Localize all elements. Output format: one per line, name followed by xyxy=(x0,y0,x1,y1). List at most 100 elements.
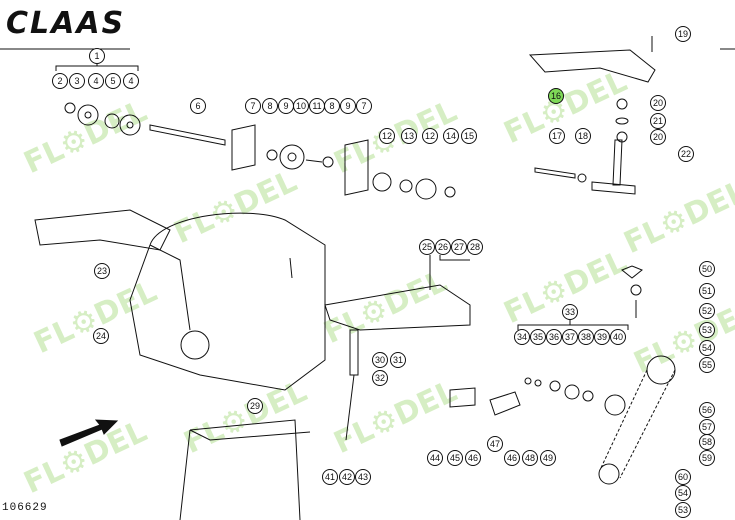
bracket-group-1 xyxy=(55,65,139,71)
callout-circle xyxy=(89,48,105,64)
callout-label: 23 xyxy=(97,266,107,276)
callout-label: 46 xyxy=(468,453,478,463)
part-bolt xyxy=(534,167,576,179)
callout-41: 41 xyxy=(322,469,338,485)
callout-circle xyxy=(699,357,715,373)
callout-22: 22 xyxy=(678,146,694,162)
callout-circle xyxy=(339,469,355,485)
callout-label: 29 xyxy=(250,401,260,411)
callout-circle xyxy=(340,98,356,114)
part-lower-sprocket xyxy=(598,463,620,485)
callout-circle xyxy=(123,73,139,89)
callout-circle xyxy=(562,329,578,345)
callout-circle xyxy=(678,146,694,162)
callout-circle xyxy=(435,239,451,255)
callout-label: 58 xyxy=(702,437,712,447)
callout-40: 40 xyxy=(610,329,626,345)
callout-circle xyxy=(650,113,666,129)
part-flange xyxy=(77,104,99,126)
part-spring xyxy=(349,329,359,376)
callout-26: 26 xyxy=(435,239,451,255)
callout-label: 8 xyxy=(329,101,334,111)
callout-53: 53 xyxy=(675,502,691,518)
callout-21: 21 xyxy=(650,113,666,129)
part-bracket xyxy=(324,284,471,331)
callout-label: 11 xyxy=(312,101,321,111)
callout-label: 53 xyxy=(702,325,712,335)
callout-label: 48 xyxy=(525,453,535,463)
callout-4: 4 xyxy=(123,73,139,89)
callout-label: 50 xyxy=(702,264,712,274)
part-frame xyxy=(34,209,171,251)
callout-circle xyxy=(401,128,417,144)
callout-5: 5 xyxy=(105,73,121,89)
part-nut xyxy=(444,186,456,198)
callout-46: 46 xyxy=(504,450,520,466)
part-bushing xyxy=(266,149,278,161)
callout-circle xyxy=(699,340,715,356)
callout-label: 31 xyxy=(393,355,403,365)
callout-circle xyxy=(610,329,626,345)
callout-label: 41 xyxy=(325,472,335,482)
part-hood-slot xyxy=(289,257,293,279)
callout-circle xyxy=(699,434,715,450)
part-bushing xyxy=(549,380,561,392)
callout-label: 54 xyxy=(702,343,712,353)
callout-9: 9 xyxy=(278,98,294,114)
callout-circle xyxy=(105,73,121,89)
callout-circle xyxy=(504,450,520,466)
callout-36: 36 xyxy=(546,329,562,345)
bracket-group-33 xyxy=(517,324,629,330)
callout-circle xyxy=(514,329,530,345)
callout-43: 43 xyxy=(355,469,371,485)
callout-12: 12 xyxy=(379,128,395,144)
part-bearing xyxy=(399,179,413,193)
part-shaft xyxy=(149,124,226,146)
callout-circle xyxy=(675,485,691,501)
callout-10: 10 xyxy=(293,98,309,114)
part-washer xyxy=(615,117,629,125)
callout-label: 39 xyxy=(597,332,607,342)
callout-circle xyxy=(540,450,556,466)
callout-25: 25 xyxy=(419,239,435,255)
callout-label: 52 xyxy=(702,306,712,316)
document-number: 106629 xyxy=(2,502,48,514)
callout-label: 9 xyxy=(283,101,288,111)
callout-label: 2 xyxy=(57,76,62,86)
callout-7: 7 xyxy=(245,98,261,114)
part-handle-grip xyxy=(591,181,636,195)
callout-19: 19 xyxy=(675,26,691,42)
callout-circle xyxy=(530,329,546,345)
callout-46: 46 xyxy=(465,450,481,466)
callout-circle xyxy=(262,98,278,114)
callout-label: 46 xyxy=(507,453,517,463)
part-plate xyxy=(231,124,256,171)
callout-11: 11 xyxy=(309,98,325,114)
part-bearing xyxy=(582,390,594,402)
callout-circle xyxy=(549,128,565,144)
callout-24: 24 xyxy=(93,328,109,344)
callout-29: 29 xyxy=(247,398,263,414)
callout-circle xyxy=(447,450,463,466)
callout-18: 18 xyxy=(575,128,591,144)
callout-circle xyxy=(88,73,104,89)
callout-label: 5 xyxy=(110,76,115,86)
callout-39: 39 xyxy=(594,329,610,345)
callout-6: 6 xyxy=(190,98,206,114)
part-lever xyxy=(489,391,521,416)
callout-20: 20 xyxy=(650,95,666,111)
callout-label: 59 xyxy=(702,453,712,463)
callout-31: 31 xyxy=(390,352,406,368)
callout-label: 19 xyxy=(678,29,688,39)
part-nut xyxy=(616,98,628,110)
callout-label: 20 xyxy=(653,98,663,108)
callout-circle xyxy=(422,128,438,144)
callout-7: 7 xyxy=(356,98,372,114)
callout-60: 60 xyxy=(675,469,691,485)
callout-circle xyxy=(69,73,85,89)
callout-label: 54 xyxy=(678,488,688,498)
callout-label: 24 xyxy=(96,331,106,341)
callout-51: 51 xyxy=(699,283,715,299)
callout-label: 33 xyxy=(565,307,575,317)
callout-circle xyxy=(650,95,666,111)
